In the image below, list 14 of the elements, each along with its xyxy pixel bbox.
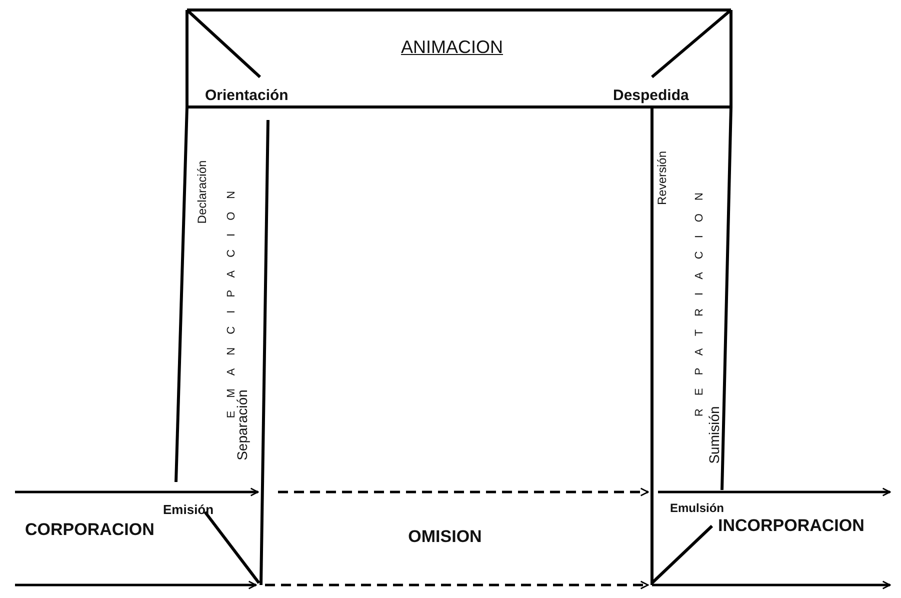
stage-label: Orientación [205, 88, 288, 103]
stage-label: Emulsión [670, 502, 724, 514]
region-label: OMISION [408, 528, 482, 545]
stage-label: Reversión [656, 150, 668, 206]
stage-label: Sumisión [707, 406, 721, 464]
stage-label: Emisión [163, 503, 214, 516]
region-label: INCORPORACION [718, 517, 864, 534]
stage-label: Separación [235, 390, 249, 460]
phase-label: REPATRIACION [694, 180, 706, 416]
stage-label: Declaración [196, 160, 208, 224]
region-label: CORPORACION [25, 521, 154, 538]
stage-label: Despedida [613, 88, 689, 103]
section-title: ANIMACION [401, 38, 503, 56]
phase-label: EMANCIPACION [226, 178, 238, 418]
